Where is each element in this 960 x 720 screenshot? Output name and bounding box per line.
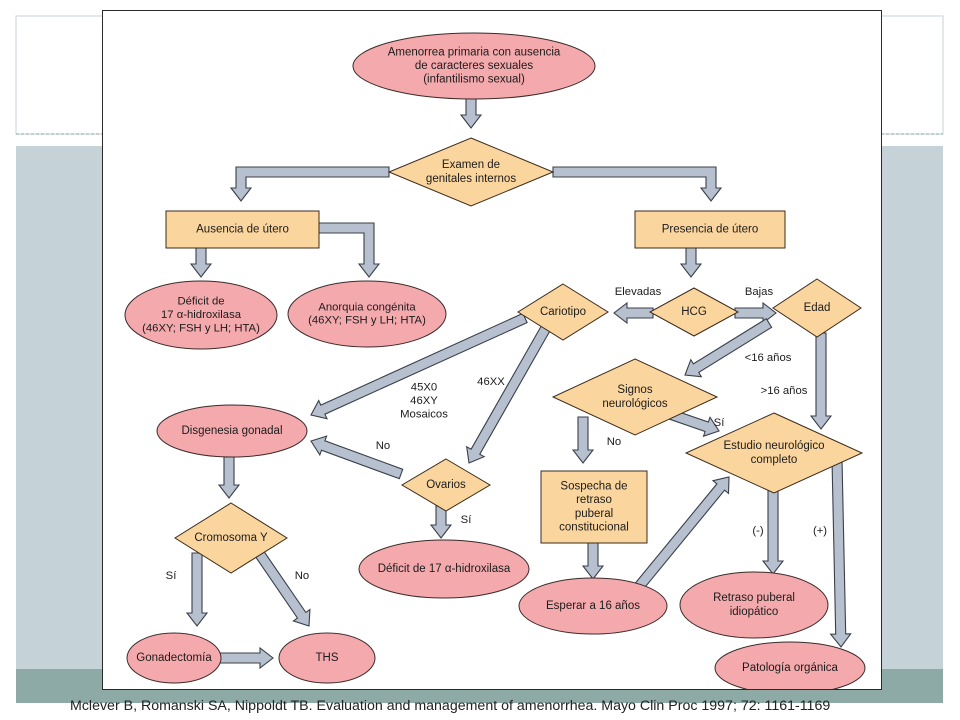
label-si-signos: Sí xyxy=(714,417,726,429)
arrow-hcg-to-cariotipo xyxy=(613,301,654,325)
node-deficit-17-hidroxilasa-b-label: Déficit de 17 α-hidroxilasa xyxy=(378,563,511,575)
node-esperar-16-anos xyxy=(518,577,668,635)
arrow-esperar-to-estudio xyxy=(632,476,730,593)
node-examen-genitales-label: genitales internos xyxy=(426,173,516,185)
node-ovarios-label: Ovarios xyxy=(426,479,466,491)
label-no-ovarios: No xyxy=(376,440,390,452)
node-estudio-neurologico-label: completo xyxy=(751,454,798,466)
arrow-hcg-to-edad xyxy=(734,301,777,325)
node-estudio-neurologico-label: Estudio neurológico xyxy=(723,440,824,452)
node-ausencia-utero-label: Ausencia de útero xyxy=(196,224,289,236)
node-presencia-utero-label: Presencia de útero xyxy=(662,224,759,236)
arrow-start-to-examen xyxy=(459,96,483,129)
node-sospecha-retraso-label: Sospecha de xyxy=(560,481,627,493)
arrow-cromosoma-to-gonadectomia xyxy=(185,552,209,627)
node-estudio-neurologico xyxy=(684,412,864,494)
node-amenorrea-primaria-label: de caracteres sexuales xyxy=(415,60,534,72)
node-examen-genitales-label: Examen de xyxy=(442,159,500,171)
label-menor-16: <16 años xyxy=(745,352,792,364)
arrow-edad-to-estudio xyxy=(809,332,833,430)
node-gonadectomia-label: Gonadectomía xyxy=(136,652,212,664)
node-disgenesia-gonadal xyxy=(156,404,308,458)
node-edad-label: Edad xyxy=(804,302,831,314)
node-amenorrea-primaria-label: Amenorrea primaria con ausencia xyxy=(388,46,561,58)
node-sospecha-retraso-label: puberal xyxy=(575,508,613,520)
node-signos-neurologicos-label: Signos xyxy=(617,384,652,396)
arrow-estudio-to-retraso xyxy=(761,484,785,575)
label-mayor-16: >16 años xyxy=(761,385,808,397)
arrow-edad-to-signos xyxy=(684,317,773,378)
node-patologia-organica-label: Patología orgánica xyxy=(742,662,839,674)
arrow-estudio-to-patologia xyxy=(829,458,852,648)
label-45x0-46xy-mosaicos: 45X0 xyxy=(411,382,437,394)
node-presencia-utero xyxy=(634,210,786,249)
arrow-ausencia-to-deficit xyxy=(189,247,213,278)
node-deficit-17-hidroxilasa-a xyxy=(124,280,278,350)
label-negativo: (-) xyxy=(752,525,764,537)
node-cromosoma-y-label: Cromosoma Y xyxy=(194,532,268,544)
node-ausencia-utero xyxy=(165,210,320,249)
flowchart: Amenorrea primaria con ausencia de caract… xyxy=(124,32,866,689)
node-deficit-17-hidroxilasa-a-label: Déficit de xyxy=(177,296,224,308)
label-bajas: Bajas xyxy=(745,286,774,298)
node-amenorrea-primaria xyxy=(352,32,596,100)
label-no-cromosoma: No xyxy=(295,570,309,582)
label-no-signos: No xyxy=(607,436,621,448)
arrow-signos-to-sospecha xyxy=(571,416,595,464)
arrow-disgenesia-to-cromosoma xyxy=(217,456,241,499)
node-hcg-label: HCG xyxy=(681,306,707,318)
citation-caption: Mclever B, Romanski SA, Nippoldt TB. Eva… xyxy=(70,698,831,714)
arrow-sospecha-to-esperar xyxy=(581,542,605,580)
node-cariotipo xyxy=(517,283,609,341)
node-hcg xyxy=(648,287,740,337)
label-45x0-46xy-mosaicos: 46XY xyxy=(410,395,438,407)
node-disgenesia-gonadal-label: Disgenesia gonadal xyxy=(181,425,282,437)
arrow-ovarios-to-disgenesia xyxy=(310,435,404,480)
node-anorquia-congenita-label: Anorquia congénita xyxy=(318,301,416,313)
label-45x0-46xy-mosaicos: Mosaicos xyxy=(400,408,448,420)
node-sospecha-retraso-label: constitucional xyxy=(559,521,629,533)
label-46xx: 46XX xyxy=(477,376,505,388)
node-deficit-17-hidroxilasa-a-label: 17 α-hidroxilasa xyxy=(161,309,242,321)
node-retraso-idiopatico-label: Retraso puberal xyxy=(713,592,795,604)
arrow-presencia-to-hcg xyxy=(679,247,703,278)
node-ovarios xyxy=(401,458,491,512)
label-si-ovarios: Sí xyxy=(461,514,473,526)
node-sospecha-retraso-label: retraso xyxy=(576,494,612,506)
node-deficit-17-hidroxilasa-a-label: (46XY; FSH y LH; HTA) xyxy=(142,322,260,334)
arrow-examen-to-presencia xyxy=(552,166,723,202)
node-signos-neurologicos xyxy=(551,358,719,436)
arrow-cariotipo-to-ovarios xyxy=(466,322,553,464)
label-positivo: (+) xyxy=(813,525,827,537)
arrow-ovarios-to-deficit xyxy=(429,505,453,539)
arrow-cariotipo-to-disgenesia xyxy=(310,312,528,420)
node-ths xyxy=(278,632,376,684)
flowchart-panel: Amenorrea primaria con ausencia de caract… xyxy=(102,10,882,690)
arrow-gonadectomia-to-ths xyxy=(218,646,274,670)
node-sospecha-retraso xyxy=(540,470,648,544)
node-patologia-organica xyxy=(714,641,866,689)
node-cariotipo-label: Cariotipo xyxy=(540,306,586,318)
label-elevadas: Elevadas xyxy=(615,286,662,298)
node-ths-label: THS xyxy=(316,652,339,664)
label-si-cromosoma: Sí xyxy=(166,570,178,582)
node-retraso-idiopatico-label: idiopático xyxy=(730,606,779,618)
node-gonadectomia xyxy=(126,632,222,684)
node-anorquia-congenita xyxy=(287,280,447,348)
node-anorquia-congenita-label: (46XY; FSH y LH; HTA) xyxy=(308,315,426,327)
node-deficit-17-hidroxilasa-b xyxy=(358,539,530,599)
node-edad xyxy=(772,278,862,338)
node-examen-genitales xyxy=(387,137,555,207)
node-amenorrea-primaria-label: (infantilismo sexual) xyxy=(423,74,525,86)
node-esperar-16-anos-label: Esperar a 16 años xyxy=(546,600,640,612)
node-cromosoma-y xyxy=(174,502,288,574)
node-signos-neurologicos-label: neurológicos xyxy=(602,398,667,410)
arrow-cromosoma-to-ths xyxy=(254,549,311,627)
node-retraso-idiopatico xyxy=(679,571,829,639)
arrow-examen-to-ausencia xyxy=(229,166,390,202)
